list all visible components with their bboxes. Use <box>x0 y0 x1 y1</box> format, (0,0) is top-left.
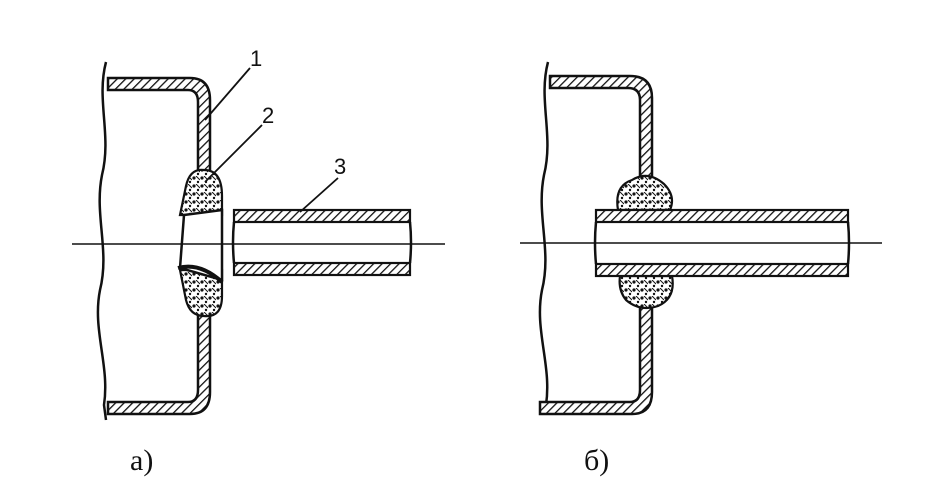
leader-1 <box>204 67 251 121</box>
variant-a: 1 2 3 а) <box>72 46 445 477</box>
vessel-wall-top-b <box>548 74 654 180</box>
weld-bottom-a <box>178 268 224 318</box>
vessel-wall-bottom-a <box>106 298 212 416</box>
break-line-a <box>96 61 108 421</box>
pipe-wall-top-a <box>232 208 412 224</box>
weld-top-b <box>616 174 674 212</box>
caption-b: б) <box>584 444 609 477</box>
label-part-3: 3 <box>334 154 346 179</box>
pipe-wall-bottom-b <box>594 262 850 278</box>
vessel-wall-top-a <box>106 76 212 184</box>
variant-b: б) <box>520 61 882 477</box>
pipe-wall-top-b <box>594 208 850 224</box>
caption-a: а) <box>130 444 153 477</box>
pipe-wall-bottom-a <box>232 261 412 277</box>
label-part-2: 2 <box>262 103 274 128</box>
label-part-1: 1 <box>250 46 262 71</box>
weld-top-a <box>178 168 224 217</box>
vessel-wall-bottom-b <box>538 304 654 416</box>
break-line-b <box>538 61 550 414</box>
weld-bottom-b <box>618 274 674 310</box>
leader-2 <box>204 124 263 183</box>
leader-3 <box>299 177 339 213</box>
